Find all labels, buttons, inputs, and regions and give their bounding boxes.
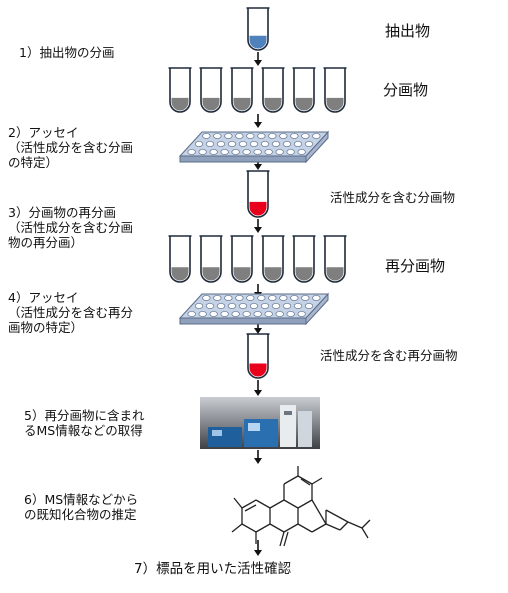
chemical-structure [231,466,371,547]
refraction-tube-3 [230,235,254,283]
fraction-tube-3 [230,67,254,113]
step-4-text: 4）アッセイ （活性成分を含む再分 画物の特定） [8,290,134,335]
mass-spectrometer-image [200,397,320,449]
refraction-tube-6 [323,235,347,283]
arrow-8 [254,450,262,464]
refraction-tube-4 [261,235,285,283]
refraction-tube-row [168,235,347,283]
active-fraction-label: 活性成分を含む分画物 [330,190,456,205]
flow-arrows [254,52,262,556]
step-2-text: 2）アッセイ （活性成分を含む分画 の特定） [8,125,134,170]
refraction-tube-5 [292,235,316,283]
active-refraction-label: 活性成分を含む再分画物 [320,348,458,363]
refractions-label: 再分画物 [385,257,446,275]
active-refraction-tube-body [246,333,270,379]
refraction-tube-2 [199,235,223,283]
step-7-text: 7）標品を用いた活性確認 [134,561,292,577]
arrow-3 [254,162,262,170]
active-refraction-tube [246,333,270,379]
fraction-tube-4 [261,67,285,113]
fraction-tube-5 [292,67,316,113]
fraction-tube-2 [199,67,223,113]
arrow-1 [254,52,262,66]
fraction-tube-row [168,67,347,113]
fraction-tube-1 [168,67,192,113]
active-fraction-tube [246,170,270,218]
active-fraction-tube-body [246,170,270,218]
arrow-9 [254,540,262,556]
step-6-text: 6）MS情報などから の既知化合物の推定 [24,492,139,522]
step-3-text: 3）分画物の再分画 （活性成分を含む分画 物の再分画） [8,205,134,250]
assay-plate-1-body [178,130,330,164]
extract-label: 抽出物 [385,22,431,40]
extract-tube [246,7,270,51]
assay-plate-2-body [178,292,330,326]
fraction-tube-6 [323,67,347,113]
step-1-text: 1）抽出物の分画 [19,45,115,60]
arrow-7 [254,380,262,396]
step-5-text: 5）再分画物に含まれ るMS情報などの取得 [24,408,145,438]
arrow-6 [254,324,262,334]
arrow-4 [254,219,262,233]
extract-tube-body [246,7,270,51]
fractions-label: 分画物 [383,81,429,99]
arrow-2 [254,114,262,128]
refraction-tube-1 [168,235,192,283]
assay-plate-1 [178,130,330,164]
assay-plate-2 [178,292,330,326]
